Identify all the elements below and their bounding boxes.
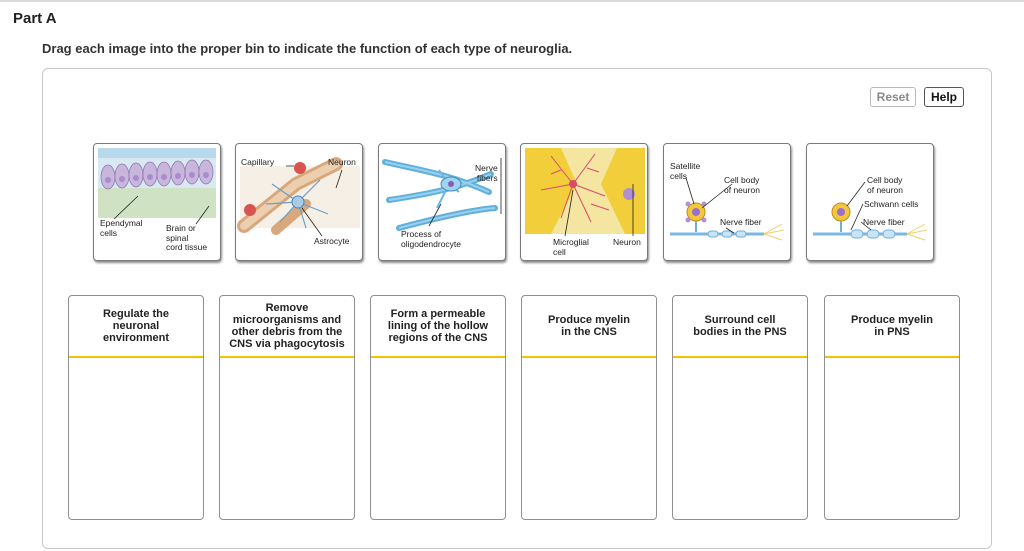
card-label: Microglial cell xyxy=(553,237,589,257)
card-label: Capillary xyxy=(241,157,275,167)
bin-title: Produce myelin in the CNS xyxy=(548,314,630,338)
drop-bin-regulate-environment[interactable]: Regulate the neuronal environment xyxy=(68,295,204,520)
draggable-card-microglial-cell[interactable]: Microglial cell Neuron xyxy=(520,143,648,261)
bin-drop-zone[interactable] xyxy=(371,358,505,519)
bin-header: Produce myelin in PNS xyxy=(825,296,959,358)
help-button[interactable]: Help xyxy=(924,87,964,107)
bin-header: Surround cell bodies in the PNS xyxy=(673,296,807,358)
drop-bin-myelin-pns[interactable]: Produce myelin in PNS xyxy=(824,295,960,520)
card-label: Schwann cells xyxy=(864,199,919,209)
part-title: Part A xyxy=(13,10,57,27)
bin-drop-zone[interactable] xyxy=(522,358,656,519)
instructions: Drag each image into the proper bin to i… xyxy=(42,41,573,56)
draggable-card-ependymal-cells[interactable]: Ependymal cells Brain or spinal cord tis… xyxy=(93,143,221,261)
draggable-card-schwann-cells[interactable]: Cell body of neuron Schwann cells Nerve … xyxy=(806,143,934,261)
drop-bin-phagocytosis[interactable]: Remove microorganisms and other debris f… xyxy=(219,295,355,520)
card-label: Cell body of neuron xyxy=(867,175,903,195)
schwann-cells-illustration xyxy=(813,181,928,241)
drop-bin-permeable-lining[interactable]: Form a permeable lining of the hollow re… xyxy=(370,295,506,520)
bin-drop-zone[interactable] xyxy=(673,358,807,519)
bin-title: Form a permeable lining of the hollow re… xyxy=(387,308,489,344)
bin-header: Produce myelin in the CNS xyxy=(522,296,656,358)
bin-drop-zone[interactable] xyxy=(825,358,959,519)
bin-header: Remove microorganisms and other debris f… xyxy=(220,296,354,358)
top-divider xyxy=(0,0,1024,2)
reset-button[interactable]: Reset xyxy=(870,87,916,107)
bin-header: Form a permeable lining of the hollow re… xyxy=(371,296,505,358)
bin-title: Regulate the neuronal environment xyxy=(102,308,169,344)
bin-drop-zone[interactable] xyxy=(69,358,203,519)
drop-bin-myelin-cns[interactable]: Produce myelin in the CNS xyxy=(521,295,657,520)
card-label: Ependymal cells xyxy=(100,218,143,238)
oligodendrocyte-illustration xyxy=(382,158,502,231)
bin-title: Surround cell bodies in the PNS xyxy=(693,314,787,338)
drop-bin-surround-cell-bodies[interactable]: Surround cell bodies in the PNS xyxy=(672,295,808,520)
card-label: Neuron xyxy=(328,157,356,167)
card-label: Astrocyte xyxy=(314,236,350,246)
microglial-cell-illustration xyxy=(525,148,645,237)
card-label: Neuron xyxy=(613,237,641,247)
card-label: Nerve fiber xyxy=(863,217,905,227)
bin-title: Produce myelin in PNS xyxy=(851,314,933,338)
bin-drop-zone[interactable] xyxy=(220,358,354,519)
draggable-card-oligodendrocyte[interactable]: Nerve fibers Process of oligodendrocyte xyxy=(378,143,506,261)
card-label: Nerve fiber xyxy=(720,217,762,227)
bin-header: Regulate the neuronal environment xyxy=(69,296,203,358)
card-label: Brain or spinal cord tissue xyxy=(166,223,208,252)
bin-title: Remove microorganisms and other debris f… xyxy=(229,302,345,350)
ependymal-cells-illustration xyxy=(98,148,216,225)
draggable-card-astrocyte[interactable]: Capillary Neuron Astrocyte xyxy=(235,143,363,261)
card-label: Cell body of neuron xyxy=(724,175,760,195)
card-label: Process of oligodendrocyte xyxy=(401,229,462,249)
card-label: Nerve fibers xyxy=(475,163,498,183)
astrocyte-illustration xyxy=(237,157,360,237)
card-label: Satellite cells xyxy=(670,161,701,181)
satellite-cells-illustration xyxy=(670,177,785,241)
draggable-card-satellite-cells[interactable]: Satellite cells Cell body of neuron Nerv… xyxy=(663,143,791,261)
